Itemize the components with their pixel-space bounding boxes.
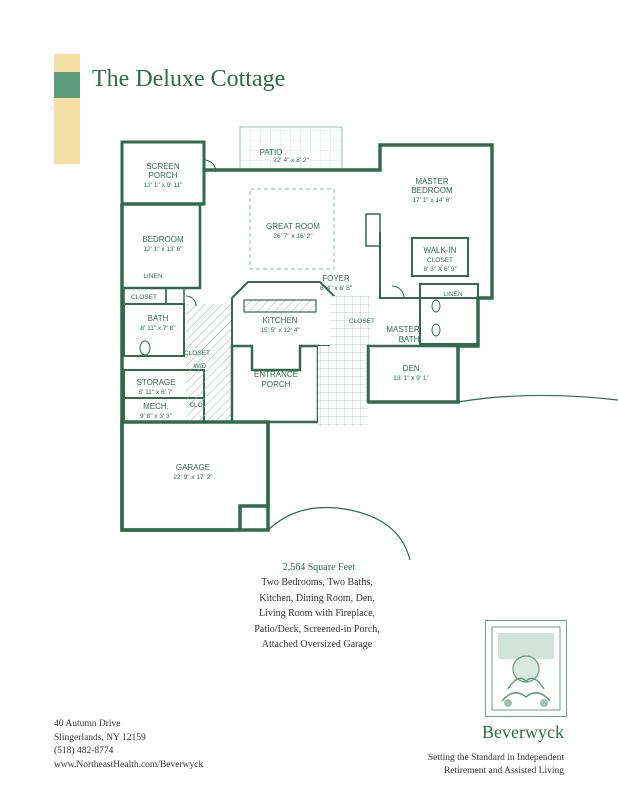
mech-dim: 9' 8" x 3' 3" [140, 413, 173, 420]
garage-label: GARAGE [176, 463, 210, 472]
driveway-curve [267, 506, 411, 560]
walk-in-closet-label-2: CLOSET [427, 257, 453, 264]
wd-label: W/D [194, 363, 207, 370]
foyer-label: FOYER [322, 274, 350, 283]
screen-porch-label-2: PORCH [149, 171, 178, 180]
mech-label: MECH. [143, 402, 169, 411]
patio-label: PATIO [260, 148, 283, 157]
master-bath-label-2: BATH [399, 335, 420, 344]
closet-label-hall: CLOSET [184, 350, 210, 357]
master-bedroom-label-1: MASTER [415, 177, 449, 186]
description-line: Two Bedrooms, Two Baths, [261, 577, 373, 588]
great-room-ceiling [249, 188, 335, 270]
master-bath-room [419, 283, 479, 345]
patio-dim: 22' 4" x 8' 2" [273, 157, 309, 164]
walk-in-closet [411, 237, 469, 277]
entrance-porch-label-2: PORCH [262, 380, 291, 389]
closet-label-bedroom: CLOSET [131, 294, 157, 301]
description-line: Attached Oversized Garage [261, 639, 373, 650]
bath-room [123, 303, 185, 357]
address-city: Slingerlands, NY 12159 [54, 732, 146, 743]
linen-label-bedroom: LINEN [143, 273, 162, 280]
master-bedroom-dim: 17' 1" x 14' 6" [412, 197, 452, 204]
description: Two Bedrooms, Two Baths, Kitchen, Dining… [222, 575, 412, 653]
kitchen-label: KITCHEN [262, 316, 297, 325]
garage-dim: 22' 9" x 17' 2" [173, 474, 213, 481]
brand-name: Beverwyck [482, 722, 564, 742]
clo-label: CLO [189, 402, 202, 409]
den-room [366, 344, 460, 404]
den-dim: 13' 1" x 9' 1" [393, 375, 429, 382]
decorative-square [54, 72, 80, 98]
address-block: 40 Autumn Drive Slingerlands, NY 12159 (… [54, 718, 203, 772]
kitchen-dim: 15' 5" x 12' 4" [260, 327, 300, 334]
closet-label-foyer: CLOSET [349, 318, 375, 325]
storage-dim: 8' 11" x 6' 7" [138, 389, 174, 396]
den-label: DEN [403, 364, 420, 373]
patio-area [239, 126, 343, 170]
linen-label-master: LINEN [443, 291, 462, 298]
storage-label: STORAGE [137, 378, 176, 387]
master-bath-label-1: MASTER [386, 325, 420, 334]
garage-room [120, 420, 270, 532]
foyer-floor [330, 296, 370, 348]
walk-in-closet-label-1: WALK-IN [423, 246, 456, 255]
bedroom-label: BEDROOM [142, 235, 184, 244]
bath-label: BATH [148, 314, 169, 323]
page-title: The Deluxe Cottage [92, 66, 286, 92]
description-line: Living Room with Fireplace, [258, 608, 376, 619]
tagline: Setting the Standard in Independent Reti… [378, 752, 564, 777]
address-phone: (518) 482-8774 [54, 746, 114, 756]
description-line: Patio/Deck, Screened-in Porch, [254, 623, 380, 635]
master-bedroom-label-2: BEDROOM [411, 186, 453, 195]
walk-in-closet-dim: 8' 3" X 6' 9" [423, 266, 457, 273]
bedroom-dim: 12' 1" x 13' 6" [143, 246, 183, 253]
square-feet: 2,564 Square Feet [282, 562, 356, 573]
logo-image [485, 620, 567, 717]
foyer-dim: 6' 4" x 6' 8" [320, 285, 353, 292]
tagline-line: Retirement and Assisted Living [443, 765, 564, 776]
tagline-line: Setting the Standard in Independent [427, 753, 564, 763]
hallway-floor [186, 304, 232, 420]
bath-dim: 8' 11" x 7' 8" [140, 325, 176, 332]
great-room-dim: 26' 7" x 16' 2" [273, 233, 313, 240]
entrance-porch-label-1: ENTRANCE [254, 370, 298, 379]
address-street: 40 Autumn Drive [54, 719, 121, 729]
floor-plan: PATIO 22' 4" x 8' 2" SCREEN PORCH 12' 1"… [120, 126, 618, 560]
description-line: Kitchen, Dining Room, Den, [259, 592, 375, 604]
address-website: www.NortheastHealth.com/Beverwyck [54, 759, 204, 770]
screen-porch-label-1: SCREEN [146, 162, 180, 171]
great-room-label: GREAT ROOM [266, 222, 320, 231]
screen-porch-dim: 12' 1" x 9' 11" [144, 182, 183, 189]
